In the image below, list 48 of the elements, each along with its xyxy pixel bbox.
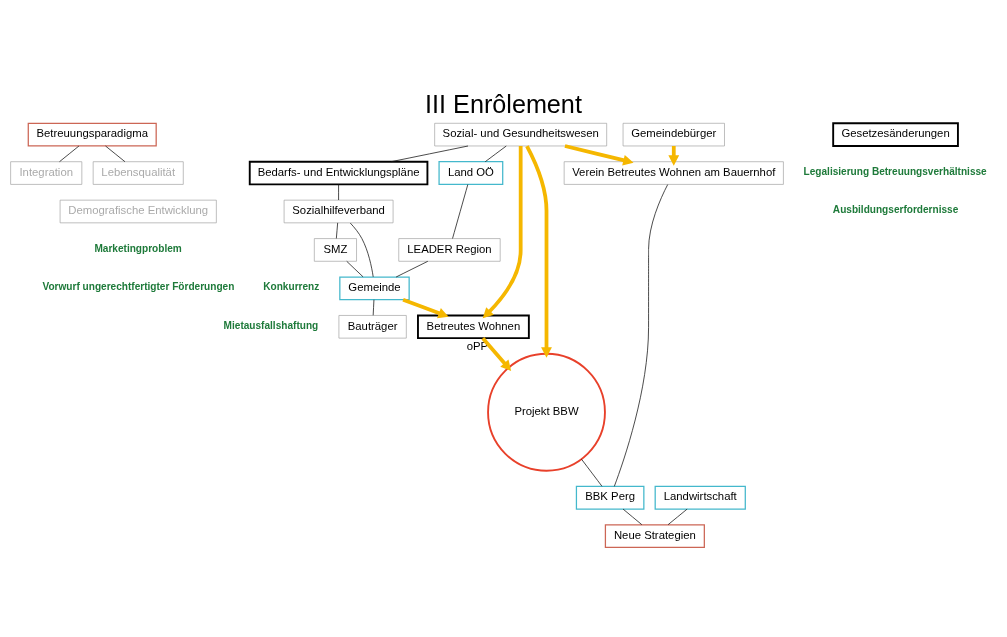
connector: [59, 145, 80, 162]
node-box: Bauträger: [338, 314, 407, 338]
node-circle: Projekt BBW: [487, 352, 606, 472]
arrow: [564, 143, 634, 165]
node-box: Betreutes Wohnen: [417, 314, 530, 339]
label: Mietausfallshaftung: [223, 319, 319, 331]
connector: [390, 145, 469, 162]
connector: [105, 145, 126, 162]
node-box: Gesetzesänderungen: [832, 121, 959, 147]
arrow: [481, 336, 512, 371]
node-box: Sozial- und Gesundheitswesen: [434, 122, 607, 146]
node-box: Verein Betreutes Wohnen am Bauernhof: [563, 160, 784, 185]
connector: [484, 145, 507, 162]
connector: [613, 183, 669, 487]
connector: [395, 260, 429, 277]
label: Konkurrenz: [263, 280, 320, 292]
diagram-title: III Enrôlement: [425, 89, 582, 118]
node-box: Integration: [10, 160, 83, 185]
node-box: Gemeindebürger: [622, 122, 725, 146]
connector: [346, 260, 364, 277]
node-box: Gemeinde: [339, 275, 410, 300]
node-box: Lebensqualität: [92, 160, 184, 185]
label: Marketingproblem: [94, 242, 182, 254]
connector: [581, 458, 603, 487]
connector: [349, 222, 374, 277]
connector: [452, 183, 469, 239]
node-label: oPP: [466, 339, 489, 352]
node-box: Demografische Entwicklung: [59, 199, 217, 223]
node-box: Bedarfs- und Entwicklungspläne: [248, 160, 429, 185]
node-box: Landwirtschaft: [654, 485, 746, 510]
label: Ausbildungserfordernisse: [832, 203, 959, 215]
arrow: [525, 144, 552, 358]
node-box: Betreuungsparadigma: [27, 122, 157, 147]
connector: [335, 222, 339, 239]
connector: [622, 508, 643, 525]
node-box: Sozialhilfeverband: [283, 199, 394, 223]
node-box: LEADER Region: [398, 237, 501, 262]
node-box: SMZ: [314, 237, 357, 262]
label: Legalisierung Betreuungsverhältnisse: [803, 165, 987, 177]
arrow: [402, 297, 449, 318]
connector: [667, 508, 688, 525]
label: Vorwurf ungerechtfertigter Förderungen: [42, 280, 235, 292]
connector: [372, 298, 375, 316]
connector: [338, 183, 339, 200]
node-box: Land OÖ: [438, 160, 504, 185]
node-box: BBK Perg: [575, 485, 645, 510]
arrow: [482, 145, 523, 318]
node-box: Neue Strategien: [604, 523, 705, 548]
